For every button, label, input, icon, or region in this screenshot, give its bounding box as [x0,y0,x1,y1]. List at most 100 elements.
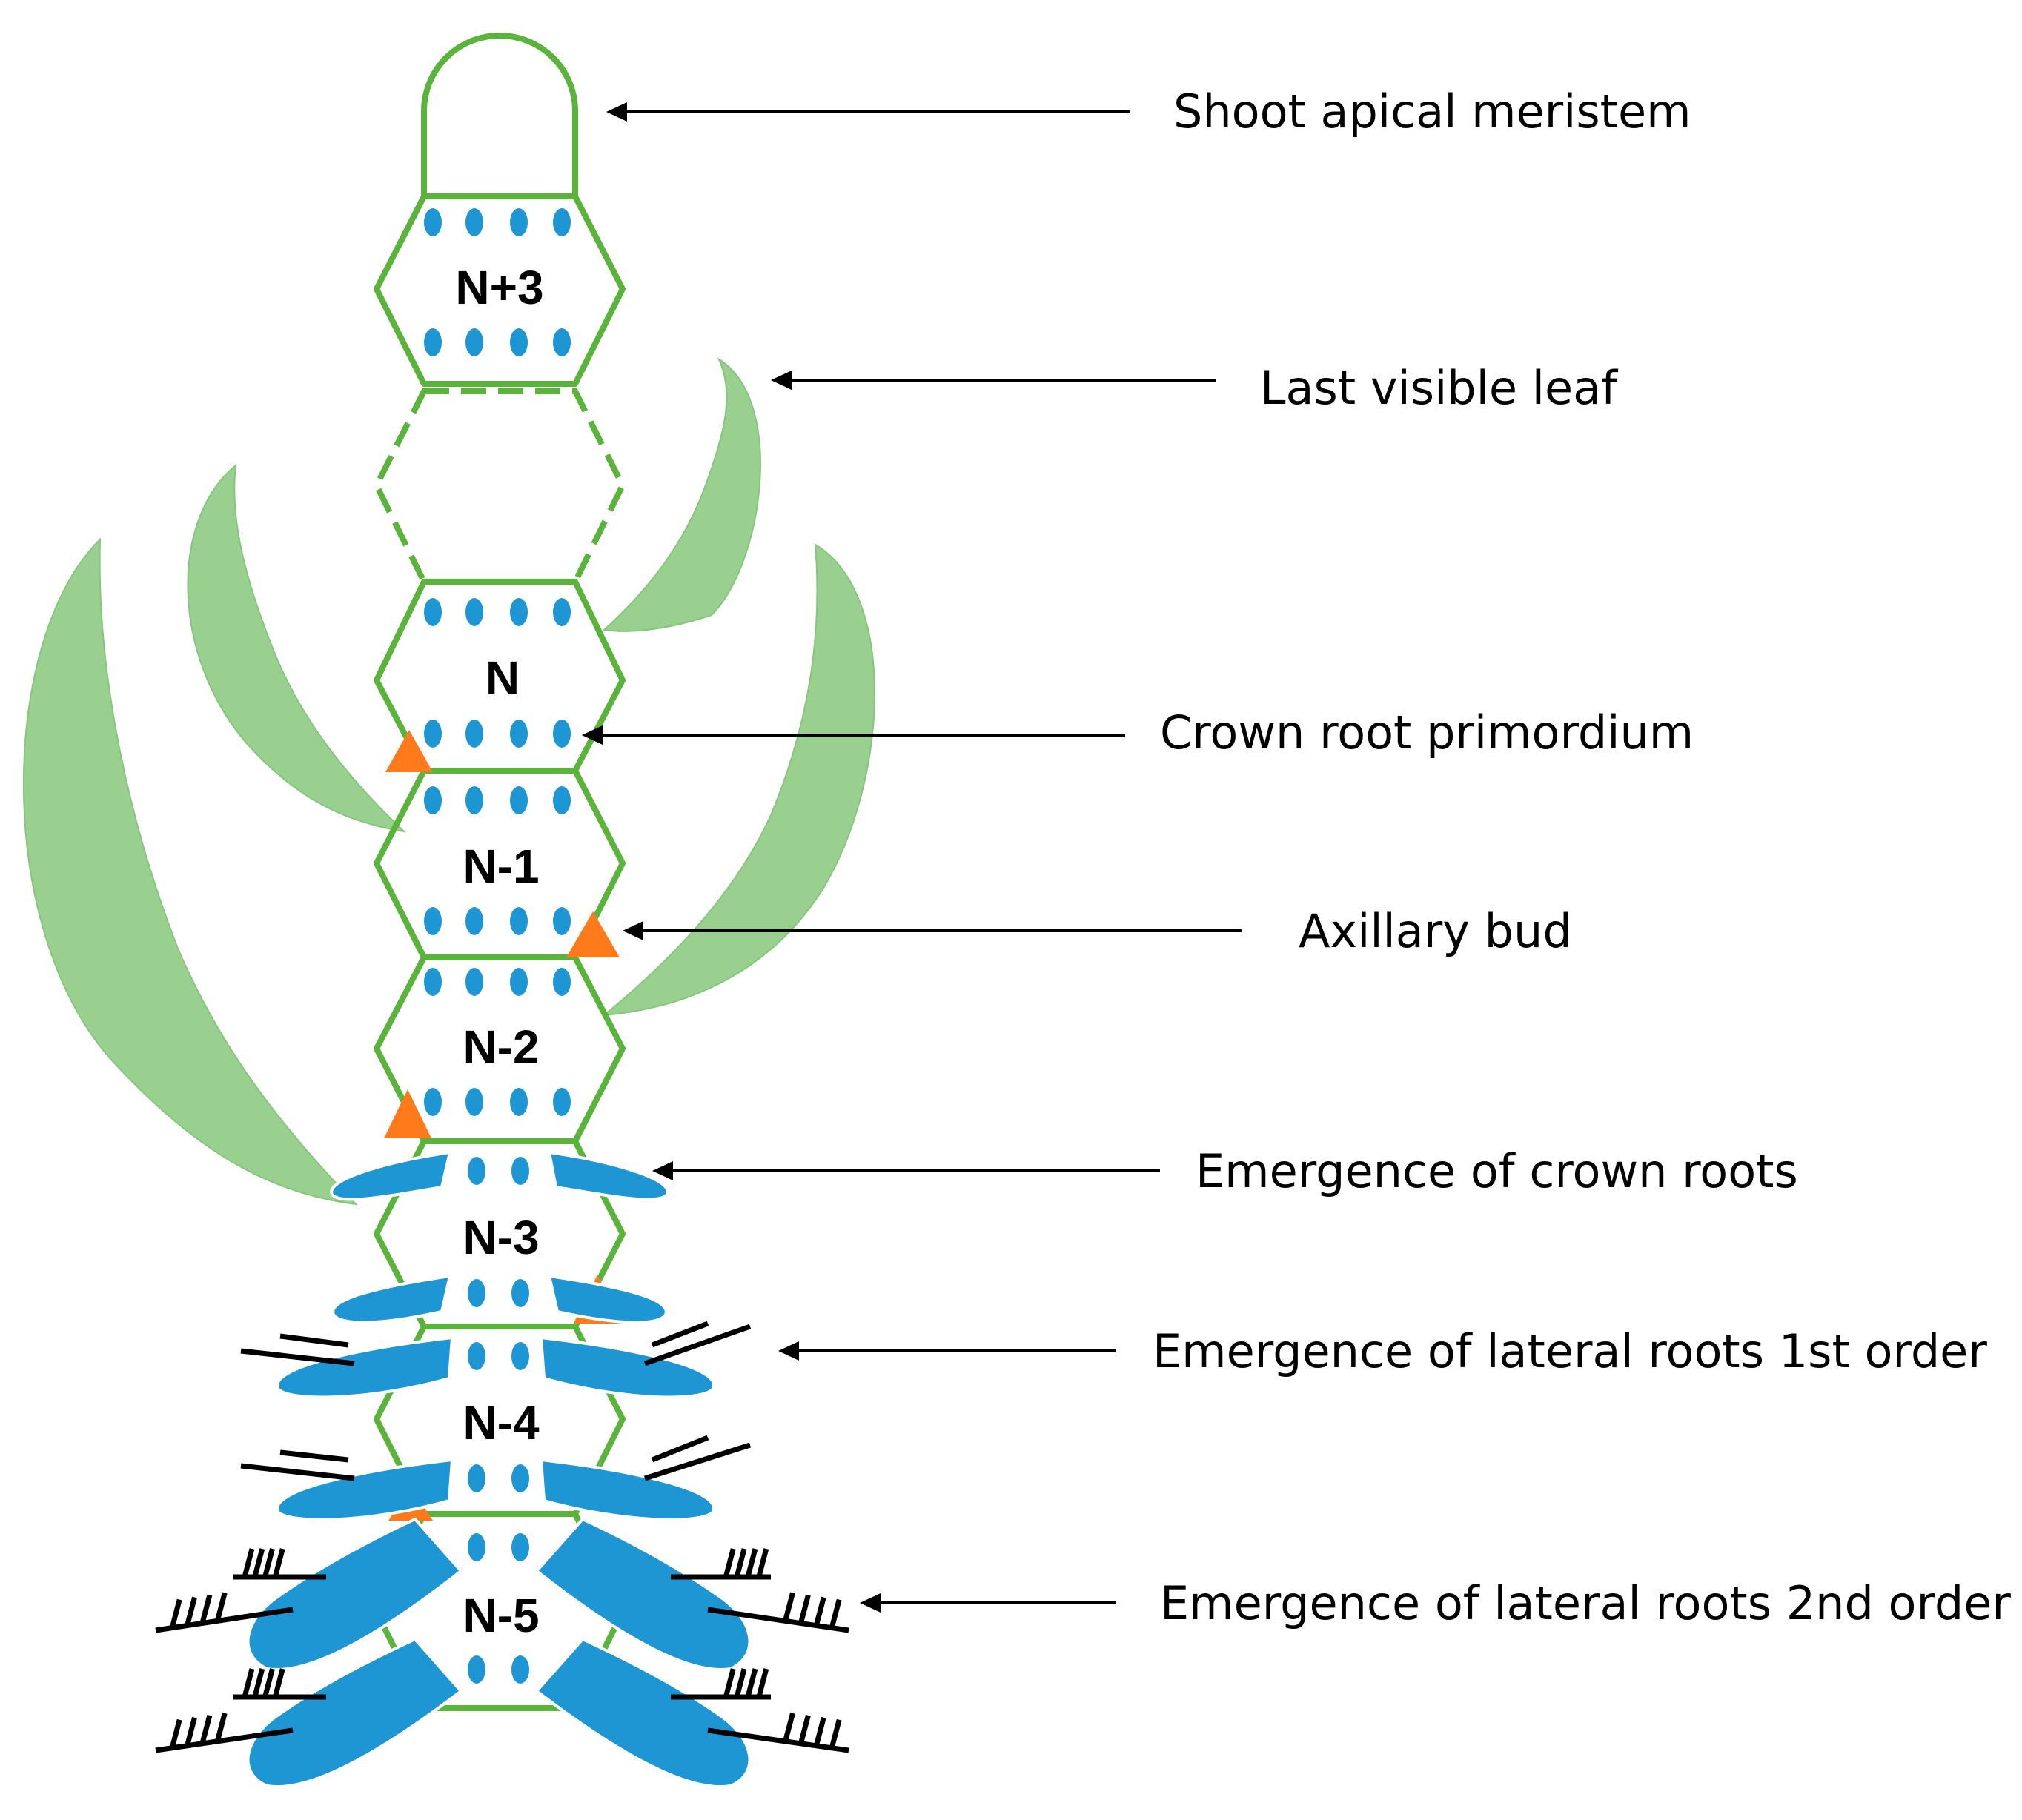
primordium-dot [424,907,442,935]
crown-root [331,1274,452,1324]
root-hair [756,1548,769,1578]
node-label-n-plus-3: N+3 [455,261,543,314]
primordium-dot [465,786,483,814]
primordium-dot [424,208,442,236]
crown-root [246,1517,463,1672]
primordium-dot [465,907,483,935]
crown-root [276,1458,454,1521]
root-hair [272,1668,285,1698]
root-hair [169,1598,182,1629]
crown-root [330,1150,452,1201]
root-hair [745,1668,758,1698]
annotation-arrows [582,102,1242,1613]
crown-root [534,1517,752,1672]
root-hair [242,1668,255,1698]
label-crown-root-primordium: Crown root primordium [1160,705,1694,760]
primordium-dot [468,1655,485,1684]
root-hair [723,1668,736,1698]
crown-root [246,1637,463,1789]
annotation-labels: Shoot apical meristem Last visible leaf … [1153,84,2011,1630]
root-hair [262,1668,275,1698]
root-hair [756,1668,769,1698]
arrowhead-icon [623,921,643,940]
leaf-inner-left [187,463,407,833]
leaf-right [601,543,875,1017]
primordium-dot [468,1279,485,1307]
primordium-dot [424,1088,442,1116]
primordium-dot [510,720,528,748]
primordium-dot [511,1533,529,1561]
label-emergence-crown-roots: Emergence of crown roots [1196,1144,1798,1198]
node-label-n-minus-2: N-2 [463,1020,539,1074]
primordium-dot [465,968,483,996]
node-label-n-minus-4: N-4 [463,1396,540,1449]
primordium-dot [553,328,571,356]
root-hair [199,1594,213,1624]
arrowhead-icon [652,1161,673,1180]
node-labels: N+3 N N-1 N-2 N-3 N-4 N-5 [455,261,543,1642]
lateral-root-2nd-order [707,1727,849,1753]
lateral-roots [240,1321,752,1481]
root-hair [242,1548,255,1578]
root-hair [798,1594,811,1624]
lateral-root [240,1463,355,1481]
primordium-dot [510,907,528,935]
root-hair [783,1712,795,1742]
root-hair [262,1548,275,1578]
hidden-node-shape [373,388,626,585]
primordium-dot [553,208,571,236]
lateral-root [643,1324,752,1366]
node-label-n-minus-3: N-3 [463,1211,539,1264]
root-hair [745,1548,758,1578]
primordium-dot [424,720,442,748]
leaf-outer-left [22,537,358,1206]
lateral-root [651,1321,709,1348]
primordium-dot [511,1655,529,1684]
primordium-dot [553,1088,571,1116]
crown-root [539,1458,716,1521]
root-hair [723,1548,736,1578]
leaves [22,357,875,1206]
crown-root [539,1335,716,1399]
root-hair [829,1718,842,1749]
root-hair [185,1596,197,1627]
primordium-dot [424,968,442,996]
root-hair [169,1718,182,1749]
primordium-dot [424,598,442,626]
primordium-dot [468,1533,485,1561]
root-hair [272,1548,285,1578]
primordium-dot [553,786,571,814]
lateral-root-2nd-order [155,1727,294,1753]
primordium-dot [511,1464,529,1492]
root-hair [185,1716,197,1747]
primordium-dot [510,328,528,356]
primordium-dot [468,1157,485,1185]
arrowhead-icon [860,1593,881,1613]
primordium-dot [468,1342,485,1370]
crown-root-primordia [424,208,571,1684]
lateral-root [651,1435,709,1463]
primordium-dot [468,1464,485,1492]
primordium-dot [553,968,571,996]
second-order-lateral-roots [155,1548,849,1753]
axillary-bud-marker [566,911,620,957]
leaf-last-visible [602,357,761,632]
arrowhead-icon [582,725,603,745]
crown-roots [246,1150,752,1789]
crown-root [276,1335,454,1399]
node-label-n-minus-5: N-5 [463,1589,539,1642]
root-hair [734,1548,747,1578]
node-label-n-minus-1: N-1 [463,840,539,893]
axillary-bud-marker [384,1089,431,1138]
shoot-apical-meristem-shape [421,33,578,196]
label-axillary-bud: Axillary bud [1299,904,1572,958]
root-hair [734,1668,747,1698]
label-emergence-lateral-2nd: Emergence of lateral roots 2nd order [1160,1576,2011,1630]
primordium-dot [510,786,528,814]
primordium-dot [511,1279,529,1307]
primordium-dot [510,1088,528,1116]
lateral-root-2nd-order [155,1607,294,1633]
primordium-dot [424,786,442,814]
root-hair [252,1548,265,1578]
